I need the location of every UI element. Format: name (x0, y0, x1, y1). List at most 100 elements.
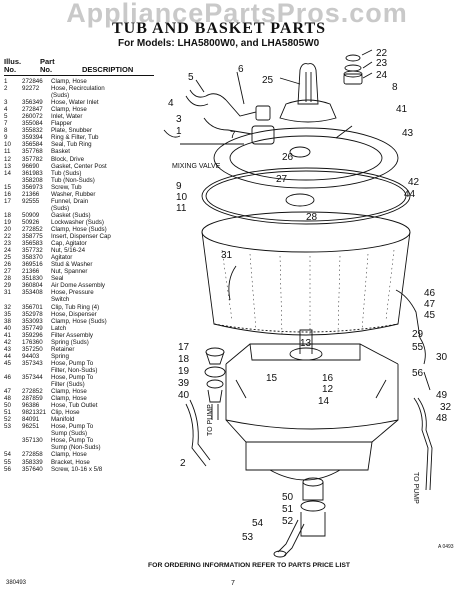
callout: 40 (178, 390, 190, 401)
callout: 55 (412, 342, 424, 353)
part-number: 96251 (22, 423, 40, 431)
part-number: 272852 (22, 388, 43, 396)
part-description: Washer, Rubber (51, 190, 96, 198)
callout: 10 (176, 192, 188, 203)
part-number: 358775 (22, 233, 43, 241)
illus-number: 23 (4, 240, 11, 248)
part-number: 357343 (22, 359, 43, 367)
callout: 16 (322, 373, 334, 384)
part-description: Seal, Tub Ring (51, 141, 92, 149)
part-description: Sump (Suds) (51, 430, 88, 438)
callout: 22 (376, 48, 388, 59)
part-description: Screw, 10-16 x 5/8 (51, 465, 103, 473)
callout: 14 (318, 396, 330, 407)
part-description: Hose, Tub Outlet (51, 402, 98, 410)
illus-number: 28 (4, 275, 11, 283)
part-description: Bracket, Hose (51, 458, 90, 466)
part-number: 357749 (22, 324, 43, 332)
document-code: 380493 (6, 580, 27, 586)
pressure-hose (228, 265, 431, 391)
illus-number: 10 (4, 141, 11, 149)
header-illus: Illus. No. (4, 57, 22, 74)
illus-number: 56 (4, 465, 11, 473)
part-description: Hose, Pressure (51, 289, 94, 297)
part-description: (Suds) (51, 92, 70, 100)
illus-number: 14 (4, 169, 11, 177)
part-description: Agitator (51, 254, 73, 262)
illus-number: 12 (4, 155, 11, 163)
illus-number: 8 (4, 127, 8, 135)
illus-number: 27 (4, 268, 11, 276)
parts-row: 55 358339 Bracket, Hose (4, 459, 164, 466)
callout: 45 (424, 310, 436, 321)
illus-number: 5 (4, 113, 8, 121)
part-number: 357732 (22, 247, 43, 255)
part-description: Sump (Non-Suds) (51, 444, 101, 452)
illus-number: 43 (4, 345, 11, 353)
part-number: 357344 (22, 373, 43, 381)
part-number: 355832 (22, 127, 43, 135)
part-description: Clamp, Hose (Suds) (51, 317, 107, 325)
illus-number: 55 (4, 458, 11, 466)
illus-number: 9 (4, 134, 8, 142)
illus-number: 26 (4, 261, 11, 269)
agitator (279, 63, 337, 123)
parts-row: Sump (Non-Suds) (4, 444, 164, 451)
callout: 1 (176, 126, 182, 137)
part-number: 358339 (22, 458, 43, 466)
part-number: 356584 (22, 141, 43, 149)
part-description: Gasket (Suds) (51, 211, 91, 219)
part-description: Seal (51, 275, 64, 283)
callout: 2 (180, 458, 186, 469)
part-number: 21366 (22, 268, 40, 276)
to-pump-label: TO PUMP (207, 404, 214, 436)
callout: 4 (168, 98, 174, 109)
right-side-hose (413, 397, 433, 491)
page-subtitle: For Models: LHA5800W0, and LHA5805W0 (118, 38, 320, 49)
illus-number: 11 (4, 148, 11, 156)
part-description: Spring (Suds) (51, 338, 89, 346)
illus-number: 25 (4, 254, 11, 262)
part-number: 360804 (22, 282, 43, 290)
part-number: 96690 (22, 162, 40, 170)
part-description: Insert, Dispenser Cap (51, 233, 111, 241)
tub-ring (213, 125, 399, 189)
callout: 44 (404, 189, 416, 200)
part-description: Hose, Pump To (51, 423, 94, 431)
illus-number: 41 (4, 331, 11, 339)
parts-row: Sump (Suds) (4, 430, 164, 437)
callout: 31 (221, 250, 233, 261)
part-description: Block, Drive (51, 155, 85, 163)
manifold (273, 477, 326, 558)
part-number: 357640 (22, 465, 43, 473)
part-description: Manifold (51, 416, 75, 424)
callout: 51 (282, 504, 294, 515)
callout: 25 (262, 75, 274, 86)
part-number: 94403 (22, 352, 40, 360)
illus-number: 16 (4, 190, 11, 198)
page-title: TUB AND BASKET PARTS (112, 20, 327, 37)
part-number: 272846 (22, 78, 43, 85)
callout: 11 (176, 203, 187, 214)
callout: 6 (238, 64, 244, 75)
mixing-valve-label: MIXING VALVE (172, 163, 221, 170)
part-number: 287859 (22, 395, 43, 403)
part-description: Hose, Pump To (51, 359, 94, 367)
part-number: 176360 (22, 338, 43, 346)
